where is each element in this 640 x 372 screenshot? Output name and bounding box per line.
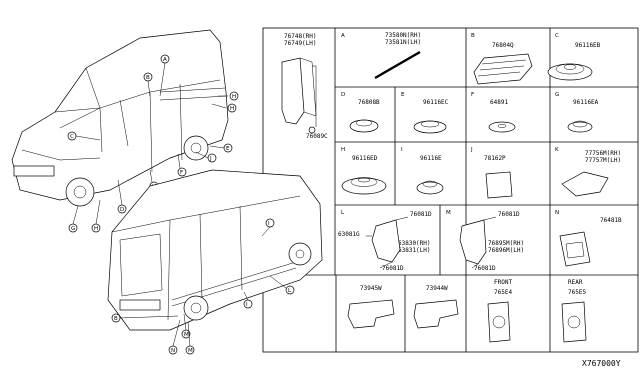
cell-a: A 73580N(RH) 73581N(LH) — [341, 32, 421, 80]
part-76896m: 76896M(LH) — [488, 247, 524, 254]
part-73580n: 73580N(RH) — [385, 32, 421, 39]
svg-text:H: H — [230, 106, 234, 112]
cell-k: K 77756M(RH) 77757M(LH) — [555, 147, 621, 197]
rear-heading: REAR — [568, 279, 583, 286]
part-63831: 63831(LH) — [398, 247, 431, 254]
part-77756m: 77756M(RH) — [585, 150, 621, 157]
part-73581n: 73581N(LH) — [385, 39, 421, 46]
svg-text:H: H — [341, 147, 345, 153]
cell-main-panel: 76748(RH) 76749(LH) 76089C — [281, 33, 328, 140]
svg-text:M: M — [188, 348, 193, 354]
svg-text:K: K — [555, 147, 559, 153]
part-96116ec: 96116EC — [423, 99, 449, 106]
van-rear-view — [107, 169, 323, 331]
part-765e5: 765E5 — [568, 289, 586, 296]
cell-i: I 96116E — [401, 147, 444, 195]
svg-text:E: E — [226, 146, 230, 152]
part-76808b: 76808B — [358, 99, 380, 106]
svg-text:I: I — [268, 221, 270, 227]
part-76804q: 76804Q — [492, 42, 514, 49]
callouts-rear-view: I L I B M N M — [111, 218, 295, 355]
svg-text:C: C — [555, 33, 559, 39]
part-63830: 63830(RH) — [398, 240, 431, 247]
part-76081d-l2: 76081D — [382, 265, 404, 272]
cell-d: D 76808B — [341, 92, 380, 133]
svg-text:H: H — [94, 226, 98, 232]
cell-c: C 96116EB — [547, 33, 601, 81]
callouts-front-view: A B H H C E J F H D G H — [67, 54, 239, 233]
svg-text:C: C — [70, 134, 74, 140]
svg-text:I: I — [401, 147, 403, 153]
svg-text:H: H — [232, 94, 236, 100]
svg-text:A: A — [341, 33, 345, 39]
svg-text:F: F — [471, 92, 474, 98]
part-73944w: 73944W — [426, 285, 448, 292]
cell-j: J 78162P — [470, 147, 513, 199]
diagram-reference: X767000Y — [582, 359, 621, 368]
van-front-view — [11, 29, 229, 207]
part-64891: 64891 — [490, 99, 508, 106]
svg-text:F: F — [180, 170, 183, 176]
svg-text:B: B — [114, 316, 118, 322]
svg-text:I: I — [246, 302, 248, 308]
part-63081g: 63081G — [338, 231, 360, 238]
svg-text:N: N — [555, 210, 559, 216]
svg-text:M: M — [184, 332, 189, 338]
svg-text:A: A — [163, 57, 167, 63]
part-76748: 76748(RH) — [284, 33, 317, 40]
part-765e4: 765E4 — [494, 289, 512, 296]
svg-text:J: J — [209, 156, 212, 162]
cell-r4: REAR 765E5 — [561, 279, 586, 343]
svg-text:L: L — [341, 210, 345, 216]
front-heading: FRONT — [494, 279, 512, 286]
part-76081d-m1: 76081D — [498, 211, 520, 218]
svg-text:L: L — [288, 288, 292, 294]
cell-m: M 76081D 76895M(RH) 76896M(LH) 76081D — [446, 210, 524, 272]
cell-r2: 73944W — [413, 285, 459, 329]
svg-text:M: M — [446, 210, 451, 216]
svg-text:D: D — [341, 92, 345, 98]
part-76081d-m2: 76081D — [474, 265, 496, 272]
svg-text:D: D — [120, 207, 124, 213]
cell-e: E 96116EC — [401, 92, 449, 134]
cell-g: G 96116EA — [555, 92, 599, 133]
svg-text:N: N — [171, 348, 175, 354]
cell-n: N 76481B — [555, 210, 622, 267]
svg-text:J: J — [470, 147, 473, 153]
part-77757m: 77757M(LH) — [585, 157, 621, 164]
svg-text:B: B — [471, 33, 475, 39]
part-76481b: 76481B — [600, 217, 622, 224]
cell-h: H 96116ED — [341, 147, 387, 195]
part-96116e: 96116E — [420, 155, 442, 162]
cell-f: F 64891 — [471, 92, 516, 133]
part-73945w: 73945W — [360, 285, 382, 292]
part-76749: 76749(LH) — [284, 40, 317, 47]
cell-l: L 76081D 63830(RH) 63831(LH) 63081G 7608… — [338, 210, 432, 272]
svg-text:E: E — [401, 92, 405, 98]
part-96116ed: 96116ED — [352, 155, 378, 162]
part-76895m: 76895M(RH) — [488, 240, 524, 247]
svg-text:G: G — [71, 226, 75, 232]
cell-r3: FRONT 765E4 — [487, 279, 512, 343]
svg-text:G: G — [555, 92, 559, 98]
part-96116eb: 96116EB — [575, 42, 601, 49]
part-76089c: 76089C — [306, 133, 328, 140]
cell-b: B 76804Q — [471, 33, 533, 85]
svg-text:B: B — [146, 75, 150, 81]
part-78162p: 78162P — [484, 155, 506, 162]
part-76081d-l1: 76081D — [410, 211, 432, 218]
part-96116ea: 96116EA — [573, 99, 599, 106]
cell-r1: 73945W — [347, 285, 395, 329]
